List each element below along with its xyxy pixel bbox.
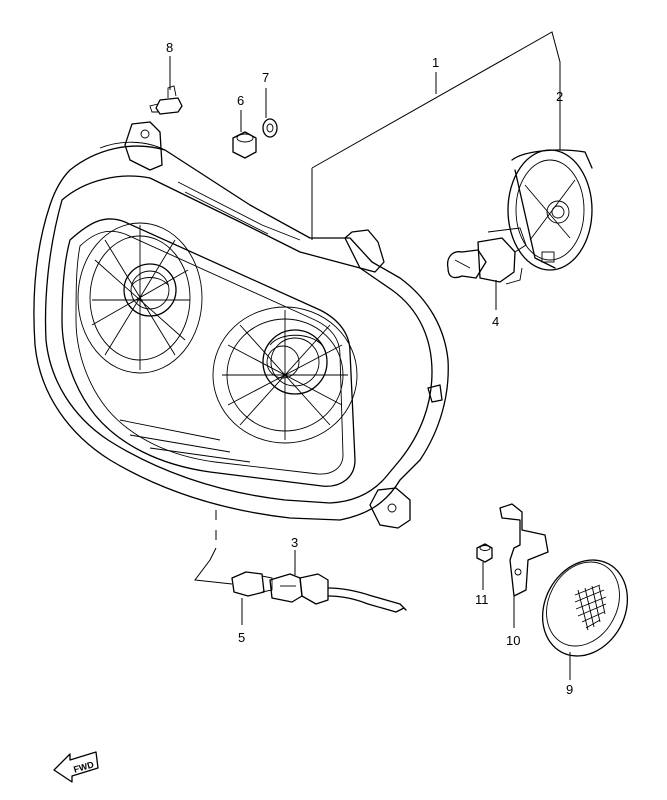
leader-lines (169, 31, 571, 680)
callout-3: 3 (291, 535, 298, 550)
callout-4: 4 (492, 314, 499, 329)
grommet-nut (232, 131, 257, 159)
headlight-bulb (446, 227, 527, 285)
callout-6: 6 (237, 93, 244, 108)
callout-10: 10 (506, 633, 520, 648)
callout-11: 11 (475, 592, 489, 607)
position-lamp-bulb (231, 571, 273, 597)
callout-8: 8 (166, 40, 173, 55)
bulb-socket (507, 149, 593, 271)
callout-9: 9 (566, 682, 573, 697)
mesh-cover (541, 559, 629, 657)
headlight-housing (33, 121, 449, 529)
nut (476, 543, 493, 563)
washer (262, 118, 278, 138)
callout-1: 1 (432, 55, 439, 70)
lamp-socket-harness (269, 573, 407, 613)
fwd-arrow-icon: FWD (53, 751, 99, 783)
mounting-bracket (499, 503, 549, 597)
mesh-pattern (574, 584, 607, 631)
callout-7: 7 (262, 70, 269, 85)
bolt (149, 85, 183, 115)
callout-2: 2 (556, 89, 563, 104)
callout-5: 5 (238, 630, 245, 645)
